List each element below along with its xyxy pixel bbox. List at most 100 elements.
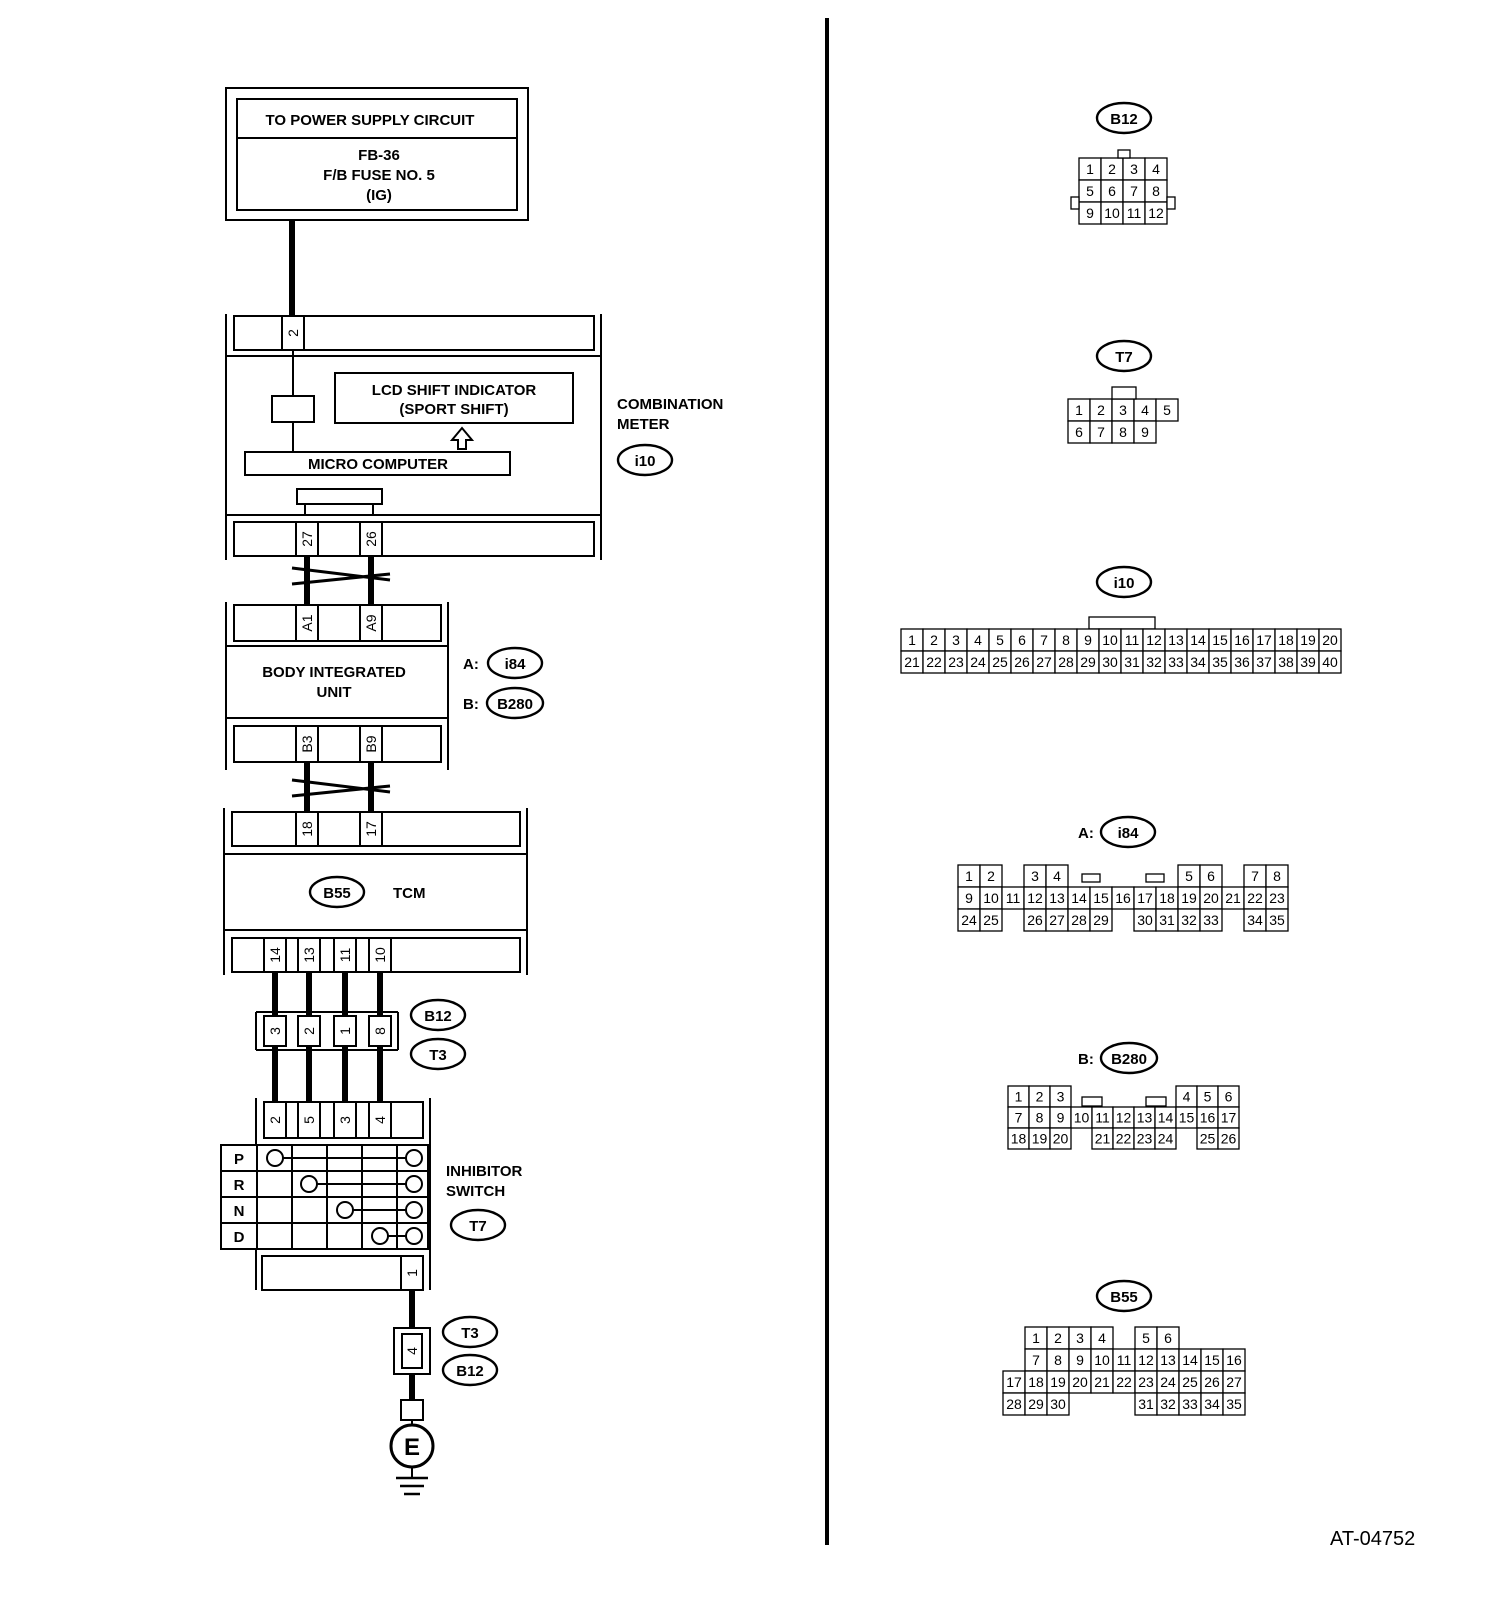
connector-cell [979, 908, 1003, 932]
connector-pin-number: 28 [1006, 1396, 1022, 1412]
connector-pin-number: 26 [1204, 1374, 1220, 1390]
connector-pin-number: 14 [1071, 890, 1087, 906]
lcd-shift-indicator: LCD SHIFT INDICATOR [372, 382, 537, 399]
face-b12-tag: B12 [1110, 111, 1138, 128]
joint2-connector-a: T3 [461, 1325, 479, 1342]
biu-label: BODY INTEGRATED [262, 664, 406, 681]
position-p: P [234, 1151, 244, 1168]
connector-pin-number: 27 [1049, 912, 1065, 928]
connector-pin-number: 28 [1071, 912, 1087, 928]
face-i84-prefix: A: [1078, 825, 1094, 842]
connector-pin-number: 7 [1251, 868, 1259, 884]
connector-cell [1049, 1127, 1072, 1150]
connector-pin-number: 29 [1093, 912, 1109, 928]
position-d: D [234, 1229, 245, 1246]
connector-cell [1155, 398, 1179, 422]
connector-pin-number: 2 [1054, 1330, 1062, 1346]
connector-pin-number: 8 [1273, 868, 1281, 884]
connector-pin-number: 23 [1138, 1374, 1154, 1390]
tcm-pin-13: 13 [301, 947, 317, 963]
tcm-pin-17: 17 [363, 821, 379, 837]
connector-pin-number: 27 [1226, 1374, 1242, 1390]
connector-pin-number: 35 [1226, 1396, 1242, 1412]
connector-pin-number: 23 [1269, 890, 1285, 906]
meter-pin-27: 27 [299, 531, 315, 547]
connector-pin-number: 2 [1097, 402, 1105, 418]
contact-p-start [266, 1149, 284, 1167]
connector-pin-number: 8 [1152, 183, 1160, 199]
connector-pin-number: 13 [1160, 1352, 1176, 1368]
connector-pin-number: 16 [1226, 1352, 1242, 1368]
connector-cell [1318, 650, 1342, 674]
connector-pin-number: 17 [1256, 632, 1272, 648]
connector-pin-number: 30 [1102, 654, 1118, 670]
connector-pin-number: 36 [1234, 654, 1250, 670]
biu-b-prefix: B: [463, 696, 479, 713]
connector-pin-number: 7 [1097, 424, 1105, 440]
face-b55-tag: B55 [1110, 1289, 1138, 1306]
connector-pin-number: 34 [1247, 912, 1263, 928]
connector-pin-number: 4 [1152, 161, 1160, 177]
tcm-pin-18: 18 [299, 821, 315, 837]
joint2-pin-4: 4 [404, 1347, 420, 1355]
connector-pin-number: 30 [1050, 1396, 1066, 1412]
connector-pin-number: 3 [952, 632, 960, 648]
biu-pin-b9: B9 [363, 735, 379, 752]
connector-pin-number: 20 [1322, 632, 1338, 648]
connector-pin-number: 17 [1006, 1374, 1022, 1390]
connector-cell [1265, 908, 1289, 932]
inhibitor-pin-2: 2 [267, 1116, 283, 1124]
connector-pin-number: 27 [1036, 654, 1052, 670]
contact-r-end [405, 1175, 423, 1193]
connector-pin-number: 15 [1093, 890, 1109, 906]
connector-pin-number: 9 [1057, 1110, 1065, 1126]
connector-pin-number: 4 [1098, 1330, 1106, 1346]
power-title: TO POWER SUPPLY CIRCUIT [266, 112, 475, 129]
twisted-pair-1 [291, 556, 391, 605]
connector-pin-number: 12 [1027, 890, 1043, 906]
connector-pin-number: 9 [1086, 205, 1094, 221]
connector-pin-number: 31 [1124, 654, 1140, 670]
connector-pin-number: 20 [1053, 1131, 1069, 1147]
sport-shift-label: (SPORT SHIFT) [399, 401, 508, 418]
connector-pin-number: 18 [1159, 890, 1175, 906]
connector-tag-b12-lower [441, 1353, 499, 1387]
tcm-pin-10: 10 [372, 947, 388, 963]
connector-pin-number: 1 [1086, 161, 1094, 177]
connector-pin-number: 24 [961, 912, 977, 928]
connector-pin-number: 5 [1185, 868, 1193, 884]
connector-pin-number: 10 [1104, 205, 1120, 221]
twisted-pair-2 [291, 762, 391, 812]
connector-pin-number: 30 [1137, 912, 1153, 928]
connector-pin-number: 2 [987, 868, 995, 884]
contact-r-start [300, 1175, 318, 1193]
tcm-pin-14: 14 [267, 947, 283, 963]
ground-symbol: E [389, 1399, 435, 1496]
joint1-connector-a: B12 [424, 1008, 452, 1025]
joint2-connector-b: B12 [456, 1363, 484, 1380]
connector-pin-number: 1 [1032, 1330, 1040, 1346]
connector-pin-number: 21 [1095, 1131, 1111, 1147]
connector-pin-number: 38 [1278, 654, 1294, 670]
face-b280-tag: B280 [1111, 1051, 1147, 1068]
inhibitor-pin-5: 5 [301, 1116, 317, 1124]
connector-pin-number: 31 [1138, 1396, 1154, 1412]
meter-pin-26: 26 [363, 531, 379, 547]
inhibitor-pin-4: 4 [372, 1116, 388, 1124]
connector-pin-number: 2 [1036, 1089, 1044, 1105]
connector-pin-number: 23 [948, 654, 964, 670]
connector-pin-number: 26 [1027, 912, 1043, 928]
connector-pin-number: 29 [1028, 1396, 1044, 1412]
connector-pin-number: 18 [1011, 1131, 1027, 1147]
joint1-pin-2: 2 [301, 1027, 317, 1035]
wires-joint-inhibitor [272, 1046, 383, 1102]
connector-cell [1154, 1127, 1177, 1150]
connector-pin-number: 6 [1018, 632, 1026, 648]
connector-pin-number: 13 [1137, 1110, 1153, 1126]
connector-pin-number: 8 [1054, 1352, 1062, 1368]
connector-pin-number: 18 [1028, 1374, 1044, 1390]
